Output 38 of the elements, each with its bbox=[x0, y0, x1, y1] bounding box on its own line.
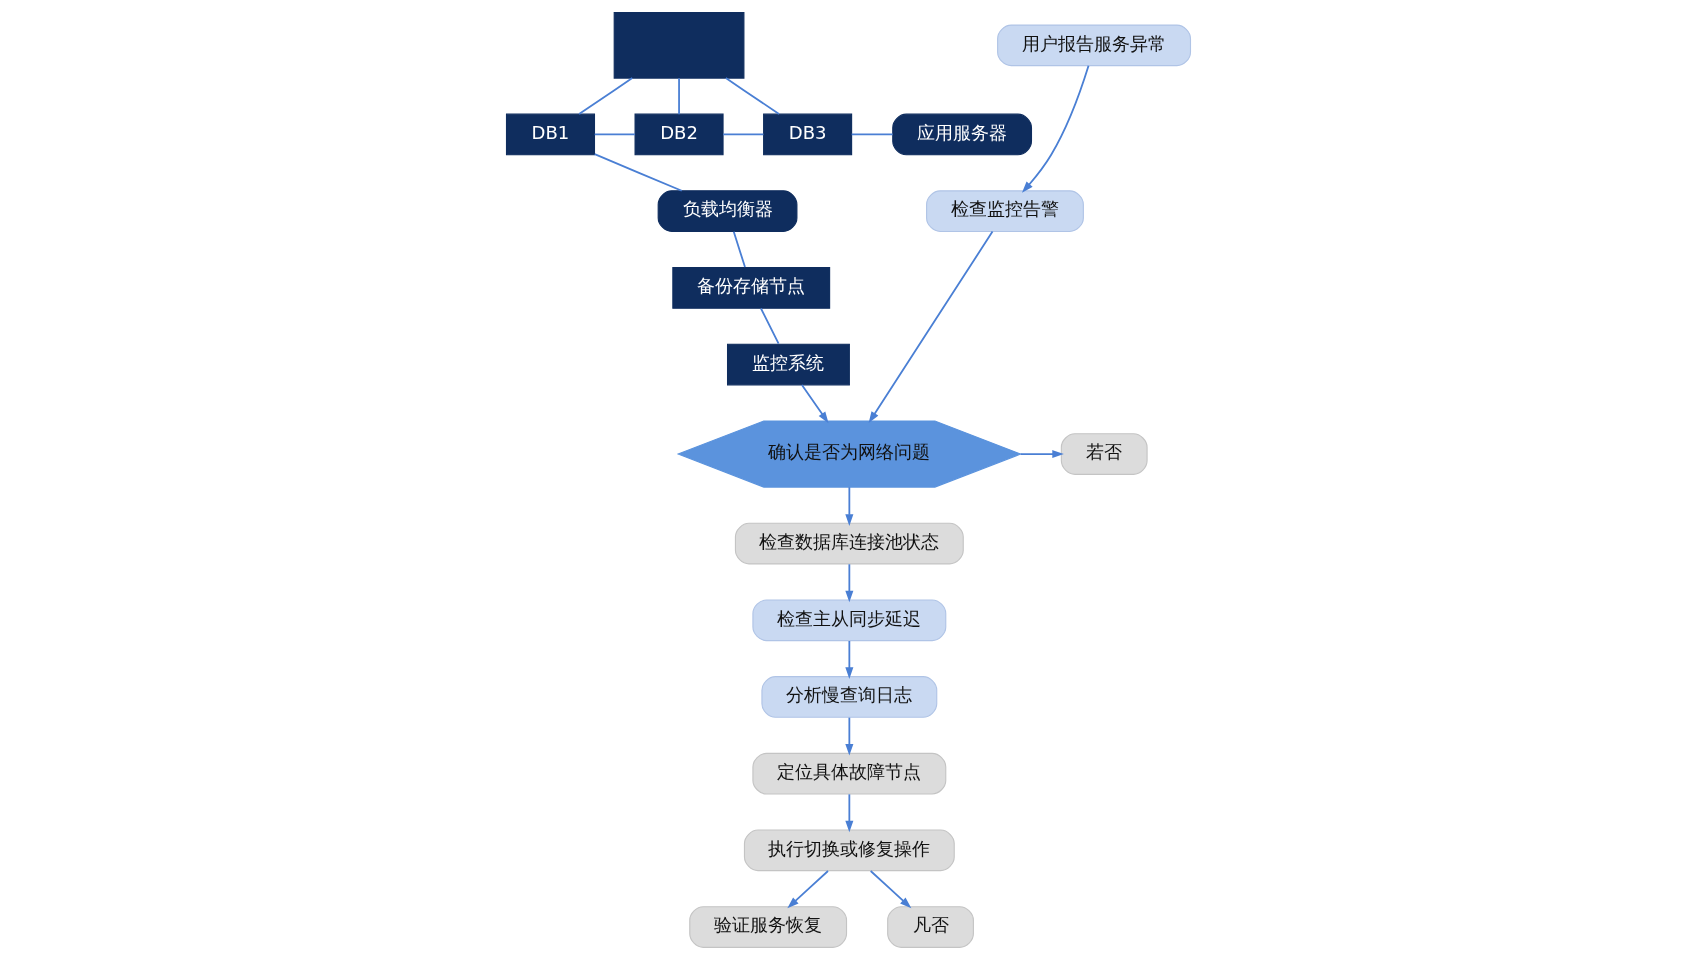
connector bbox=[759, 307, 779, 345]
connector bbox=[850, 133, 894, 136]
arrow bbox=[1021, 64, 1089, 193]
arrow bbox=[869, 870, 911, 909]
connector bbox=[593, 133, 636, 136]
arrow bbox=[844, 563, 853, 603]
node-box: 验证服务恢复 bbox=[688, 906, 847, 948]
node-box: 若否 bbox=[1060, 433, 1148, 475]
connector bbox=[724, 77, 780, 115]
node-box: DB3 bbox=[762, 113, 852, 156]
node-box: 用户报告服务异常 bbox=[996, 24, 1191, 67]
node-box: 监控系统 bbox=[726, 343, 850, 386]
arrow bbox=[800, 384, 829, 424]
node-box: DB2 bbox=[634, 113, 724, 156]
node-box: 分析慢查询日志 bbox=[760, 676, 937, 718]
arrow bbox=[868, 230, 993, 424]
node-box: 检查主从同步延迟 bbox=[751, 599, 946, 642]
arrow bbox=[844, 716, 853, 756]
node-box: DB1 bbox=[505, 113, 595, 156]
node-box: 凡否 bbox=[886, 906, 974, 948]
connector bbox=[721, 133, 764, 136]
node-box: 备份存储节点 bbox=[671, 266, 830, 309]
node-box: 应用服务器 bbox=[891, 113, 1032, 156]
connector bbox=[732, 230, 746, 268]
connector bbox=[577, 77, 633, 115]
arrow bbox=[844, 793, 853, 833]
node-box: 负载均衡器 bbox=[657, 190, 797, 232]
arrow bbox=[844, 486, 853, 526]
arrow bbox=[844, 640, 853, 679]
node-box bbox=[613, 12, 744, 79]
connector bbox=[593, 153, 683, 192]
node-box: 定位具体故障节点 bbox=[751, 752, 946, 795]
connector bbox=[677, 77, 680, 116]
node-box: 执行切换或修复操作 bbox=[743, 829, 955, 872]
node-box: 检查数据库连接池状态 bbox=[734, 522, 964, 565]
arrow bbox=[786, 870, 829, 909]
node-box: 检查监控告警 bbox=[925, 190, 1084, 232]
arrow bbox=[1019, 450, 1064, 459]
